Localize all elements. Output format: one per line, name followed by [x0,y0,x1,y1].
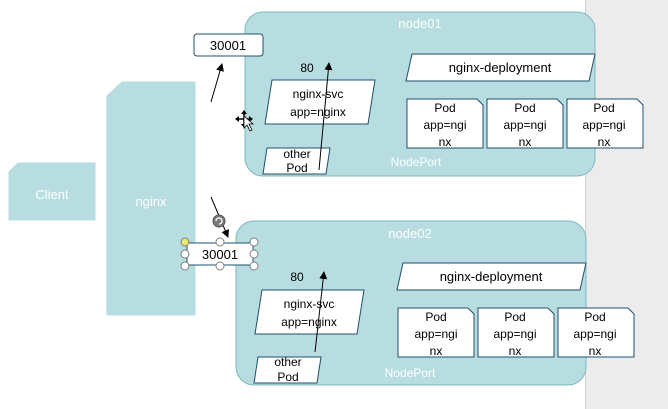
canvas-edge [585,0,586,409]
node01-pod-3[interactable]: Pod app=ngi nx [566,98,644,149]
node02-container[interactable]: node02 nginx-deployment Pod app=ngi nx P… [235,220,635,386]
node02-port-box[interactable]: 30001 [186,242,254,266]
pod-selector: app=ngi [414,327,457,341]
node01-deployment[interactable]: nginx-deployment [405,53,596,82]
pod-selector: app=ngi [503,118,546,132]
node02-deployment[interactable]: nginx-deployment [396,262,587,291]
node01-pod-1[interactable]: Pod app=ngi nx [406,98,484,149]
node02-pod-2[interactable]: Pod app=ngi nx [477,307,555,358]
selection-handle[interactable] [180,249,190,259]
node01-pod-2[interactable]: Pod app=ngi nx [486,98,564,149]
node02-title: node02 [388,226,431,241]
node02-other-pod[interactable]: other Pod [253,355,322,384]
client-label: Client [35,187,69,202]
other-pod-label: other [274,355,301,369]
pod-label: Pod [514,101,535,115]
nginx-lb-label: nginx [135,194,167,209]
selection-handle[interactable] [249,261,259,271]
selection-handle[interactable] [249,249,259,259]
pod-selector-cont: nx [430,344,443,358]
pod-label: Pod [584,310,605,324]
pod-selector: app=ngi [582,118,625,132]
node02-nginx-svc[interactable]: nginx-svc app=nginx [254,289,365,335]
node01-internal-arrow [318,62,333,171]
node02-internal-arrow [314,271,328,353]
node01-port-label: 30001 [210,38,246,53]
pod-selector: app=ngi [493,327,536,341]
node02-deployment-label: nginx-deployment [440,269,543,284]
node01-deployment-label: nginx-deployment [449,60,552,75]
node02-pod-3[interactable]: Pod app=ngi nx [557,307,635,358]
node01-nginx-svc[interactable]: nginx-svc app=nginx [264,79,376,125]
node02-svc-port: 80 [290,270,304,284]
selection-handle[interactable] [215,261,225,271]
node02-port-label: 30001 [202,247,238,262]
svc-name: nginx-svc [293,87,344,101]
nginx-lb-shape[interactable]: nginx [106,81,196,316]
other-pod-label: other [283,147,310,161]
node01-nodeport-label: NodePort [391,155,442,169]
node02-pod-1[interactable]: Pod app=ngi nx [397,307,475,358]
node01-port-box[interactable]: 30001 [193,33,264,57]
other-pod-label-cont: Pod [277,370,298,384]
selection-handle[interactable] [249,237,259,247]
pod-label: Pod [434,101,455,115]
pod-selector: app=ngi [423,118,466,132]
pod-label: Pod [425,310,446,324]
selection-handle-adjust[interactable] [180,237,190,247]
selection-handle[interactable] [215,237,225,247]
selection-handles[interactable] [180,237,259,271]
pod-selector-cont: nx [509,344,522,358]
client-shape[interactable]: Client [8,162,96,221]
pod-selector-cont: nx [519,135,532,149]
svc-selector: app=nginx [281,315,337,329]
rotate-handle-icon[interactable] [212,214,226,228]
pod-selector-cont: nx [439,135,452,149]
pod-label: Pod [504,310,525,324]
node01-svc-port: 80 [300,61,314,75]
node01-other-pod[interactable]: other Pod [262,147,331,175]
pod-selector-cont: nx [598,135,611,149]
pod-selector: app=ngi [573,327,616,341]
move-cursor-icon [235,110,255,132]
pod-label: Pod [593,101,614,115]
other-pod-label-cont: Pod [286,161,307,175]
svc-name: nginx-svc [284,297,335,311]
node02-nodeport-label: NodePort [385,366,436,380]
node01-title: node01 [398,16,441,31]
svc-selector: app=nginx [290,105,346,119]
node01-container[interactable]: node01 nginx-deployment Pod app=ngi nx P… [244,11,644,177]
nginx-to-node01-arrow [210,63,224,103]
selection-handle[interactable] [180,261,190,271]
pod-selector-cont: nx [589,344,602,358]
